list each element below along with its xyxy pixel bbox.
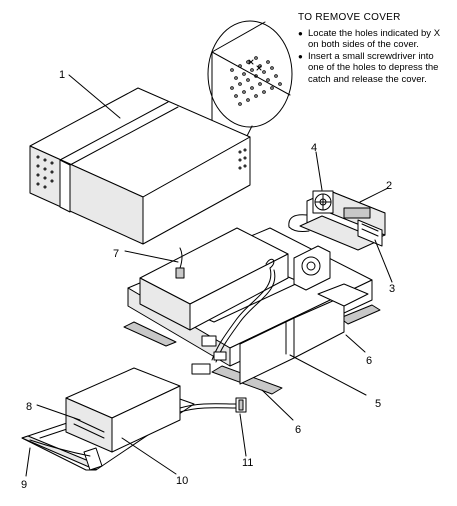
callout-11: 11 <box>242 457 253 469</box>
cover-hole-pattern <box>230 56 282 106</box>
cover-side-holes <box>36 148 247 189</box>
instructions-title: TO REMOVE COVER <box>298 12 401 23</box>
callout-7: 7 <box>113 248 119 260</box>
drive-cable <box>179 397 247 413</box>
cable-harness <box>191 258 276 375</box>
system-cover <box>29 87 251 245</box>
callout-10: 10 <box>176 475 188 487</box>
callout-2: 2 <box>386 180 392 192</box>
callout-6b: 6 <box>295 424 301 436</box>
disk-drive <box>65 367 181 453</box>
callout-1: 1 <box>59 69 65 81</box>
cover-removal-instructions: TO REMOVE COVER Locate the holes indicat… <box>298 12 448 86</box>
power-supply-unit <box>139 227 289 331</box>
instruction-step-1: Locate the holes indicated by X on both … <box>298 28 448 51</box>
callout-6a: 6 <box>366 355 372 367</box>
instruction-step-2: Insert a small screwdriver into one of t… <box>298 51 448 86</box>
callout-8: 8 <box>26 401 32 413</box>
drive-bay-bracket <box>239 283 369 385</box>
callout-3: 3 <box>389 283 395 295</box>
callout-9: 9 <box>21 479 27 491</box>
rear-panel-assembly <box>288 190 386 251</box>
callout-5: 5 <box>375 398 381 410</box>
callout-4: 4 <box>311 142 317 154</box>
leader-lines <box>25 74 393 477</box>
internal-fan <box>293 245 331 291</box>
callout-labels: 1 2 3 4 5 6 6 7 8 9 10 11 <box>21 69 395 491</box>
